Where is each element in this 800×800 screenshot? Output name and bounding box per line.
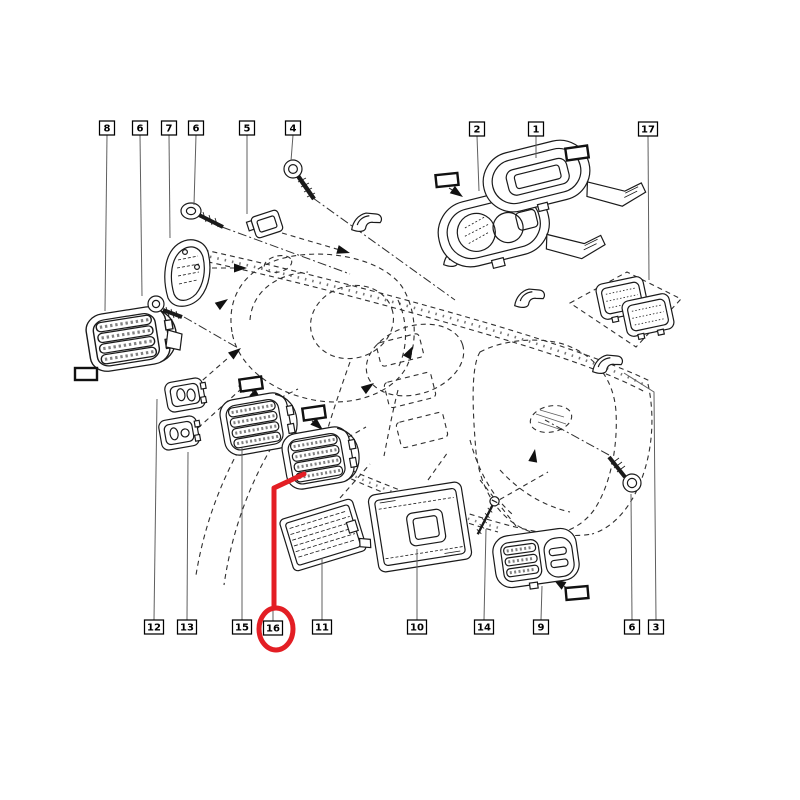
part-1-cluster-bezel bbox=[482, 139, 647, 213]
part-label-number: 2 bbox=[474, 125, 481, 136]
leader-line-14 bbox=[483, 528, 487, 621]
part-label-box bbox=[468, 121, 486, 137]
part-11-lid bbox=[279, 498, 372, 572]
leader-line-2 bbox=[476, 135, 480, 192]
part-label-box bbox=[131, 120, 149, 136]
part-number-labels: 8 6 7 6 5 4 2 1 17 12 13 15 16 11 10 14 9 6 3 bbox=[98, 120, 665, 636]
leader-line-6 bbox=[630, 493, 633, 621]
part-label-11[interactable]: 11 bbox=[311, 619, 333, 635]
part-label-4[interactable]: 4 bbox=[284, 120, 302, 136]
part-5-switch bbox=[245, 209, 284, 239]
part-label-box bbox=[143, 619, 165, 635]
leader-line-17 bbox=[647, 135, 650, 281]
part-label-number: 10 bbox=[410, 623, 424, 634]
part-label-number: 5 bbox=[244, 124, 251, 135]
part-label-number: 7 bbox=[166, 124, 173, 135]
part-label-9[interactable]: 9 bbox=[532, 619, 550, 635]
part-9-side-vent-right bbox=[492, 527, 580, 590]
part-label-box bbox=[262, 620, 284, 636]
part-label-15[interactable]: 15 bbox=[231, 619, 253, 635]
part-17-speaker-grilles bbox=[568, 271, 682, 348]
leader-line-8 bbox=[104, 134, 108, 312]
part-label-box bbox=[284, 120, 302, 136]
part-10-trim-panel bbox=[367, 481, 473, 573]
part-label-box bbox=[473, 619, 495, 635]
part-label-number: 4 bbox=[290, 124, 297, 135]
part-label-14[interactable]: 14 bbox=[473, 619, 495, 635]
leader-line-3 bbox=[623, 372, 657, 621]
part-label-1[interactable]: 1 bbox=[527, 121, 545, 137]
part-label-box bbox=[311, 619, 333, 635]
part-6-screw-washer bbox=[180, 202, 224, 229]
blank-callout-tags bbox=[73, 144, 591, 602]
part-label-box bbox=[527, 121, 545, 137]
screw-axis-lines bbox=[183, 197, 610, 456]
part-label-box bbox=[637, 121, 659, 137]
part-label-box bbox=[532, 619, 550, 635]
leader-line-4 bbox=[290, 134, 294, 162]
part-label-box bbox=[98, 120, 116, 136]
part-label-6[interactable]: 6 bbox=[131, 120, 149, 136]
part-label-number: 6 bbox=[629, 623, 636, 634]
part-label-number: 9 bbox=[538, 623, 545, 634]
part-label-13[interactable]: 13 bbox=[176, 619, 198, 635]
part-label-box bbox=[176, 619, 198, 635]
part-4-screw bbox=[283, 159, 316, 201]
part-label-number: 8 bbox=[104, 124, 111, 135]
part-label-number: 6 bbox=[137, 124, 144, 135]
part-label-5[interactable]: 5 bbox=[238, 120, 256, 136]
part-label-box bbox=[406, 619, 428, 635]
part-12-switch-blank bbox=[164, 377, 208, 413]
part-13-switch-blank bbox=[158, 415, 202, 451]
part-label-number: 1 bbox=[533, 125, 540, 136]
part-label-box bbox=[238, 120, 256, 136]
part-label-10[interactable]: 10 bbox=[406, 619, 428, 635]
part-label-number: 3 bbox=[653, 623, 660, 634]
part-label-number: 6 bbox=[193, 124, 200, 135]
part-label-number: 11 bbox=[315, 623, 329, 634]
part-14-screw-long bbox=[476, 496, 500, 535]
part-label-6[interactable]: 6 bbox=[187, 120, 205, 136]
leader-line-6 bbox=[193, 134, 197, 206]
part-label-number: 12 bbox=[147, 623, 161, 634]
leader-line-7 bbox=[168, 134, 171, 239]
part-label-2[interactable]: 2 bbox=[468, 121, 486, 137]
part-label-3[interactable]: 3 bbox=[647, 619, 665, 635]
leader-line-12 bbox=[153, 398, 158, 621]
part-6-screw-right bbox=[607, 455, 642, 493]
part-label-number: 13 bbox=[180, 623, 194, 634]
part-label-number: 15 bbox=[235, 623, 249, 634]
leader-line-6 bbox=[139, 134, 143, 297]
part-7-side-cover bbox=[164, 239, 211, 307]
highlight-circle bbox=[256, 605, 296, 653]
part-label-number: 16 bbox=[266, 624, 280, 635]
leader-line-9 bbox=[540, 585, 543, 621]
part-label-box bbox=[647, 619, 665, 635]
part-label-number: 17 bbox=[641, 125, 655, 136]
highlight-leader-line bbox=[271, 471, 307, 609]
part-label-number: 14 bbox=[477, 623, 491, 634]
leader-line-13 bbox=[186, 451, 189, 621]
part-label-8[interactable]: 8 bbox=[98, 120, 116, 136]
part-label-6[interactable]: 6 bbox=[623, 619, 641, 635]
part-label-box bbox=[160, 120, 178, 136]
part-label-box bbox=[623, 619, 641, 635]
part-label-box bbox=[231, 619, 253, 635]
part-label-box bbox=[187, 120, 205, 136]
part-8-side-vent bbox=[82, 301, 183, 376]
part-6-screw-left bbox=[147, 295, 183, 320]
part-label-16[interactable]: 16 bbox=[262, 620, 284, 636]
highlight-annotation bbox=[256, 471, 307, 653]
part-label-17[interactable]: 17 bbox=[637, 121, 659, 137]
part-label-12[interactable]: 12 bbox=[143, 619, 165, 635]
leader-lines bbox=[104, 134, 657, 621]
part-label-7[interactable]: 7 bbox=[160, 120, 178, 136]
part-3-clip bbox=[590, 352, 625, 375]
assembly-links bbox=[92, 160, 571, 590]
